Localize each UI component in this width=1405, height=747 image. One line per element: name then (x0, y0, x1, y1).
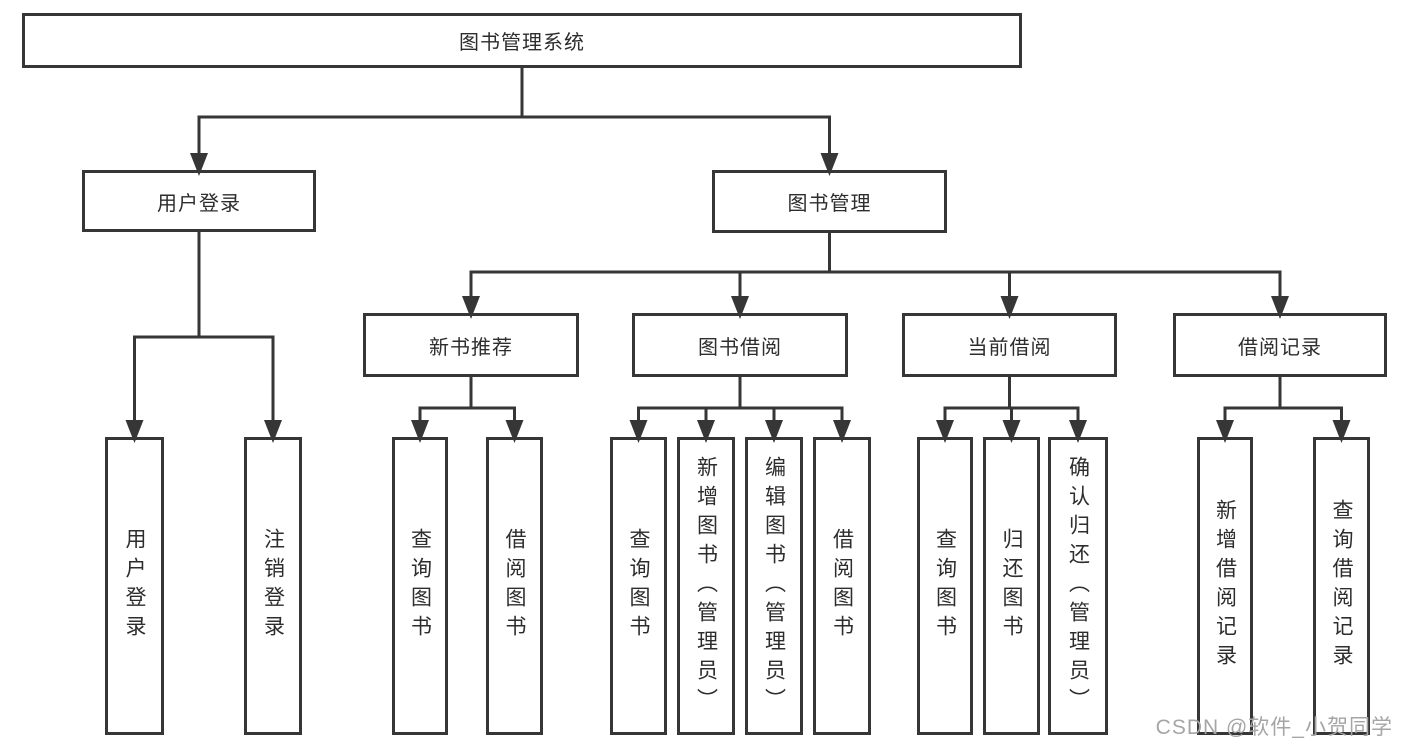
node-leaf-cb-confirm: 确认归还（管理员） (1048, 437, 1108, 735)
node-label-leaf-bb-query: 查询图书 (627, 528, 650, 644)
node-leaf-bb-borrow: 借阅图书 (813, 437, 871, 735)
node-label-leaf-nbr-query: 查询图书 (408, 528, 432, 644)
node-leaf-cb-return: 归还图书 (983, 437, 1040, 735)
node-leaf-bb-query: 查询图书 (610, 437, 667, 735)
node-label-leaf-bb-edit: 编辑图书（管理员） (762, 455, 786, 717)
node-book-borrow: 图书借阅 (632, 313, 848, 377)
node-label-leaf-cb-query: 查询图书 (933, 528, 957, 644)
node-label-leaf-bb-borrow: 借阅图书 (830, 528, 854, 644)
node-leaf-nbr-query: 查询图书 (392, 437, 448, 735)
node-label-leaf-bb-add: 新增图书（管理员） (694, 455, 718, 717)
node-label-leaf-logout: 注销登录 (261, 528, 285, 644)
node-label-leaf-user-login: 用户登录 (123, 528, 146, 644)
node-user-login: 用户登录 (82, 170, 316, 232)
node-label-leaf-cb-confirm: 确认归还（管理员） (1066, 455, 1090, 717)
node-label-leaf-br-add: 新增借阅记录 (1213, 499, 1237, 673)
node-label-new-book-rec: 新书推荐 (429, 336, 513, 359)
node-label-borrow-records: 借阅记录 (1238, 336, 1322, 359)
node-leaf-bb-add: 新增图书（管理员） (677, 437, 735, 735)
node-label-book-mgmt: 图书管理 (787, 193, 872, 215)
node-book-mgmt: 图书管理 (712, 170, 947, 233)
node-leaf-br-add: 新增借阅记录 (1197, 437, 1253, 735)
node-borrow-records: 借阅记录 (1173, 313, 1387, 377)
node-new-book-rec: 新书推荐 (363, 313, 579, 377)
csdn-watermark: CSDN @软件_小贺同学 (1155, 716, 1393, 739)
node-label-user-login: 用户登录 (157, 192, 241, 215)
node-label-leaf-br-query: 查询借阅记录 (1330, 499, 1353, 673)
node-leaf-user-login: 用户登录 (105, 437, 164, 735)
node-label-leaf-cb-return: 归还图书 (1000, 528, 1023, 644)
node-current-borrow: 当前借阅 (902, 313, 1117, 377)
node-label-leaf-nbr-borrow: 借阅图书 (503, 528, 526, 644)
node-label-book-borrow: 图书借阅 (698, 336, 782, 359)
node-leaf-logout: 注销登录 (244, 437, 302, 735)
node-label-current-borrow: 当前借阅 (967, 336, 1052, 359)
node-leaf-cb-query: 查询图书 (917, 437, 973, 735)
node-root: 图书管理系统 (22, 13, 1022, 68)
node-leaf-nbr-borrow: 借阅图书 (486, 437, 543, 735)
node-leaf-bb-edit: 编辑图书（管理员） (745, 437, 803, 735)
node-leaf-br-query: 查询借阅记录 (1313, 437, 1370, 735)
node-label-root: 图书管理系统 (459, 32, 585, 54)
